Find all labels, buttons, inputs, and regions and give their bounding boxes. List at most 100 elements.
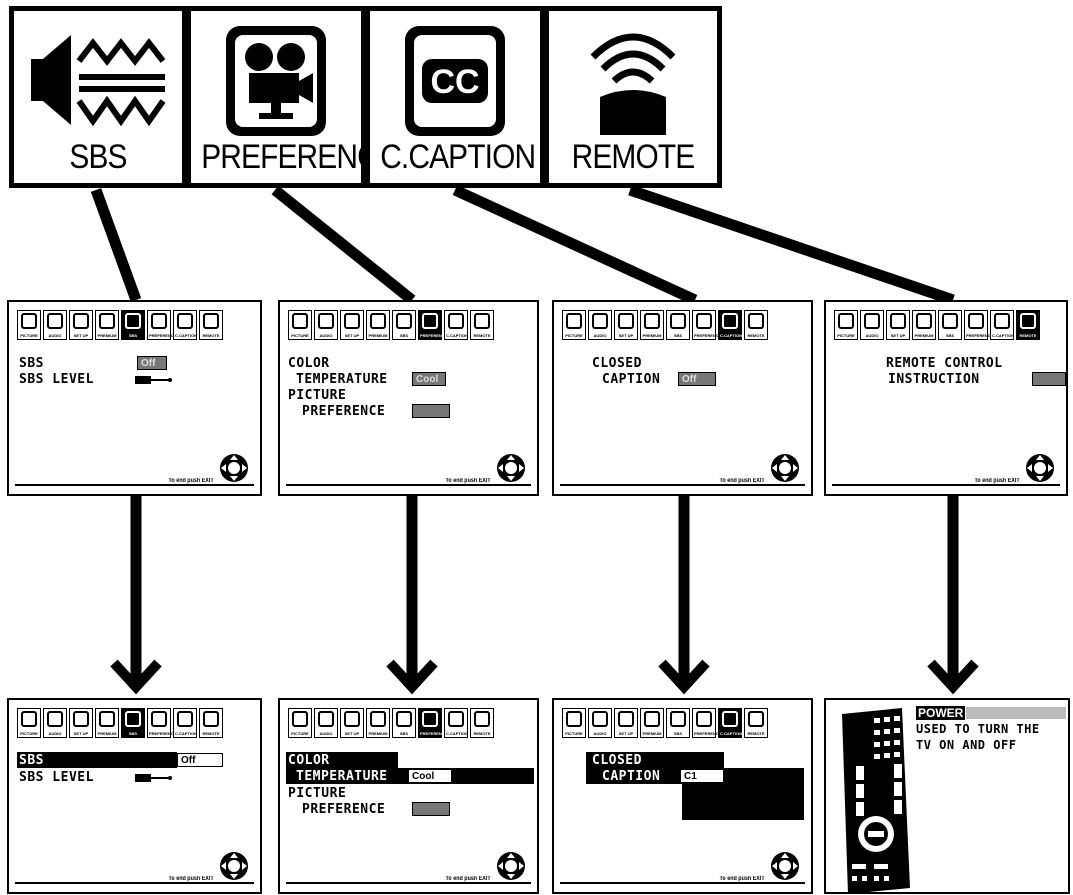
sbs-level-label: SBS LEVEL bbox=[19, 770, 94, 785]
menu-picture-icon[interactable]: PICTURE bbox=[17, 310, 41, 340]
screen-sbs-selected: PICTURE AUDIO SET UP PREMIUM SBS PREFERE… bbox=[7, 698, 262, 894]
screen-preference: PICTURE AUDIO SET UP PREMIUM SBS PREFERE… bbox=[278, 300, 539, 496]
menu-premium-icon[interactable]: PREMIUM bbox=[366, 708, 390, 738]
menu-audio-icon[interactable]: AUDIO bbox=[43, 310, 67, 340]
tab-preference[interactable]: PREFERENCE bbox=[186, 6, 398, 188]
menu-audio-icon[interactable]: AUDIO bbox=[43, 708, 67, 738]
menu-remote-icon[interactable]: REMOTE bbox=[744, 310, 768, 340]
menu-picture-icon[interactable]: PICTURE bbox=[288, 310, 312, 340]
menu-sbs-icon[interactable]: SBS bbox=[121, 708, 145, 738]
menu-caption-icon[interactable]: C.CAPTION bbox=[718, 310, 742, 340]
caption-options-panel bbox=[682, 784, 804, 820]
menu-setup-icon[interactable]: SET UP bbox=[614, 310, 638, 340]
caption-value[interactable]: C1 bbox=[680, 769, 724, 783]
power-desc-line1: USED TO TURN THE bbox=[916, 722, 1040, 736]
menu-caption-icon[interactable]: C.CAPTION bbox=[444, 310, 468, 340]
sbs-level-slider[interactable] bbox=[135, 374, 175, 386]
menu-setup-icon[interactable]: SET UP bbox=[69, 310, 93, 340]
menu-premium-icon[interactable]: PREMIUM bbox=[95, 708, 119, 738]
menu-setup-icon[interactable]: SET UP bbox=[614, 708, 638, 738]
menu-remote-icon[interactable]: REMOTE bbox=[470, 310, 494, 340]
menu-setup-icon[interactable]: SET UP bbox=[340, 310, 364, 340]
menu-preference-icon[interactable]: PREFERENCE bbox=[147, 708, 176, 738]
exit-hint: To end push EXIT bbox=[719, 876, 765, 882]
remote-control-label: REMOTE CONTROL bbox=[886, 356, 1003, 371]
footer-rule bbox=[15, 484, 254, 486]
picture-preference-value[interactable] bbox=[412, 802, 450, 816]
sbs-value[interactable]: Off bbox=[177, 753, 223, 767]
menu-remote-icon[interactable]: REMOTE bbox=[199, 708, 223, 738]
menu-icon-bar: PICTURE AUDIO SET UP PREMIUM SBS PREFERE… bbox=[562, 310, 768, 340]
menu-audio-icon[interactable]: AUDIO bbox=[860, 310, 884, 340]
footer-rule bbox=[832, 484, 1060, 486]
menu-preference-icon[interactable]: PREFERENCE bbox=[147, 310, 176, 340]
dpad-icon bbox=[220, 852, 248, 880]
exit-hint: To end push EXIT bbox=[168, 876, 214, 882]
temperature-label: TEMPERATURE bbox=[296, 372, 388, 387]
menu-setup-icon[interactable]: SET UP bbox=[340, 708, 364, 738]
menu-caption-icon[interactable]: C.CAPTION bbox=[444, 708, 468, 738]
sbs-level-label: SBS LEVEL bbox=[19, 372, 94, 387]
menu-picture-icon[interactable]: PICTURE bbox=[562, 310, 586, 340]
menu-caption-icon[interactable]: C.CAPTION bbox=[173, 310, 197, 340]
menu-sbs-icon[interactable]: SBS bbox=[666, 310, 690, 340]
power-desc-line2: TV ON AND OFF bbox=[916, 738, 1017, 752]
footer-rule bbox=[286, 882, 531, 884]
menu-preference-icon[interactable]: PREFERENCE bbox=[964, 310, 993, 340]
menu-premium-icon[interactable]: PREMIUM bbox=[640, 708, 664, 738]
picture-preference-label: PREFERENCE bbox=[302, 404, 386, 419]
menu-premium-icon[interactable]: PREMIUM bbox=[912, 310, 936, 340]
menu-picture-icon[interactable]: PICTURE bbox=[562, 708, 586, 738]
menu-icon-bar: PICTURE AUDIO SET UP PREMIUM SBS PREFERE… bbox=[17, 708, 223, 738]
menu-remote-icon[interactable]: REMOTE bbox=[199, 310, 223, 340]
tab-c-caption-label: C.CAPTION bbox=[380, 138, 536, 176]
menu-caption-icon[interactable]: C.CAPTION bbox=[990, 310, 1014, 340]
menu-premium-icon[interactable]: PREMIUM bbox=[640, 310, 664, 340]
menu-remote-icon[interactable]: REMOTE bbox=[1016, 310, 1040, 340]
instruction-value[interactable] bbox=[1032, 372, 1066, 386]
menu-preference-icon[interactable]: PREFERENCE bbox=[418, 310, 447, 340]
menu-remote-icon[interactable]: REMOTE bbox=[744, 708, 768, 738]
menu-preference-icon[interactable]: PREFERENCE bbox=[692, 310, 721, 340]
menu-caption-icon[interactable]: C.CAPTION bbox=[173, 708, 197, 738]
menu-icon-bar: PICTURE AUDIO SET UP PREMIUM SBS PREFERE… bbox=[834, 310, 1040, 340]
menu-sbs-icon[interactable]: SBS bbox=[392, 310, 416, 340]
footer-rule bbox=[286, 484, 531, 486]
menu-icon-bar: PICTURE AUDIO SET UP PREMIUM SBS PREFERE… bbox=[288, 310, 494, 340]
menu-setup-icon[interactable]: SET UP bbox=[886, 310, 910, 340]
menu-audio-icon[interactable]: AUDIO bbox=[314, 310, 338, 340]
menu-caption-icon[interactable]: C.CAPTION bbox=[718, 708, 742, 738]
tab-c-caption[interactable]: CC C.CAPTION bbox=[365, 6, 545, 188]
menu-setup-icon[interactable]: SET UP bbox=[69, 708, 93, 738]
cc-icon: CC bbox=[405, 26, 505, 136]
sbs-level-slider[interactable] bbox=[135, 772, 175, 784]
remote-signal-icon bbox=[590, 33, 676, 135]
picture-preference-value[interactable] bbox=[412, 404, 450, 418]
menu-audio-icon[interactable]: AUDIO bbox=[588, 708, 612, 738]
dpad-icon bbox=[771, 454, 799, 482]
menu-picture-icon[interactable]: PICTURE bbox=[834, 310, 858, 340]
caption-value[interactable]: Off bbox=[678, 372, 716, 386]
menu-premium-icon[interactable]: PREMIUM bbox=[366, 310, 390, 340]
menu-sbs-icon[interactable]: SBS bbox=[392, 708, 416, 738]
menu-sbs-icon[interactable]: SBS bbox=[938, 310, 962, 340]
power-title: POWER bbox=[916, 706, 966, 720]
menu-sbs-icon[interactable]: SBS bbox=[121, 310, 145, 340]
menu-picture-icon[interactable]: PICTURE bbox=[17, 708, 41, 738]
exit-hint: To end push EXIT bbox=[974, 478, 1020, 484]
tab-sbs[interactable]: SBS bbox=[9, 6, 187, 188]
menu-preference-icon[interactable]: PREFERENCE bbox=[692, 708, 721, 738]
temperature-value[interactable]: Cool bbox=[408, 769, 452, 783]
power-title-bar bbox=[966, 707, 1066, 719]
menu-premium-icon[interactable]: PREMIUM bbox=[95, 310, 119, 340]
temperature-value[interactable]: Cool bbox=[412, 372, 446, 386]
menu-audio-icon[interactable]: AUDIO bbox=[588, 310, 612, 340]
menu-preference-icon[interactable]: PREFERENCE bbox=[418, 708, 447, 738]
menu-audio-icon[interactable]: AUDIO bbox=[314, 708, 338, 738]
menu-remote-icon[interactable]: REMOTE bbox=[470, 708, 494, 738]
menu-picture-icon[interactable]: PICTURE bbox=[288, 708, 312, 738]
menu-sbs-icon[interactable]: SBS bbox=[666, 708, 690, 738]
screen-caption-selected: PICTURE AUDIO SET UP PREMIUM SBS PREFERE… bbox=[552, 698, 813, 894]
sbs-value[interactable]: Off bbox=[137, 356, 167, 370]
tab-remote[interactable]: REMOTE bbox=[544, 6, 722, 188]
